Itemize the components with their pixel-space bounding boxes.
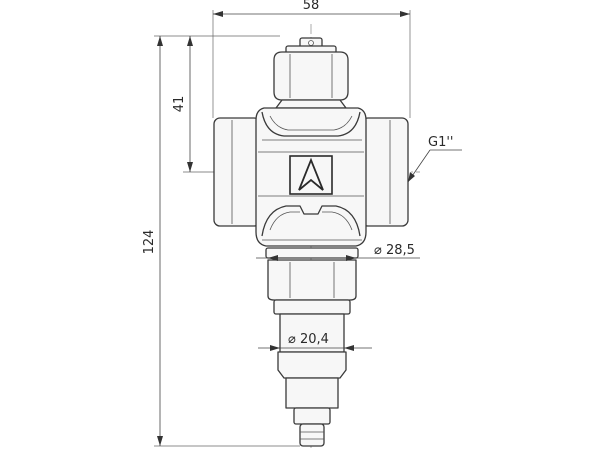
width-arrow-right: [400, 11, 410, 17]
upper-arrow-top: [187, 36, 193, 46]
triangle-a-logo-icon: [298, 157, 324, 191]
top-cap: [273, 37, 349, 109]
logo-frame: [289, 155, 333, 195]
left-port: [213, 117, 261, 227]
height-label: 124: [142, 230, 157, 255]
lower-rib-inner-right: [322, 211, 353, 231]
lower-union: [265, 247, 359, 315]
lower-rib-inner-left: [269, 211, 300, 231]
width-dimension: 58: [212, 0, 411, 118]
union-nut: [267, 259, 357, 301]
lower-rib: [261, 205, 361, 237]
body-diameter-label: ⌀ 28,5: [374, 243, 415, 258]
top-nut: [273, 51, 349, 101]
height-arrow-top: [157, 36, 163, 46]
lower-flange: [265, 247, 359, 259]
width-arrow-left: [213, 11, 223, 17]
stem-ring: [293, 407, 331, 425]
body-diameter-arrow-right: [346, 255, 356, 261]
stem-diameter-label: ⌀ 20,4: [288, 332, 329, 347]
union-collar: [273, 299, 351, 315]
upper-rib-inner: [269, 115, 353, 131]
height-arrow-bottom: [157, 436, 163, 446]
body-diameter-dimension: ⌀ 28,5: [256, 243, 420, 261]
stem-diameter-arrow-left: [270, 345, 280, 351]
stem-diameter-dimension: ⌀ 20,4: [258, 332, 372, 351]
drain-nipple: [299, 423, 325, 447]
body-diameter-arrow-left: [268, 255, 278, 261]
thread-callout: G1'': [407, 135, 462, 183]
height-dimension: 124: [142, 35, 300, 447]
width-label: 58: [303, 0, 320, 13]
stem-hex: [277, 351, 347, 379]
valve-body: [213, 107, 409, 247]
lower-stem: [277, 313, 347, 447]
stem-diameter-arrow-right: [344, 345, 354, 351]
right-port: [361, 117, 409, 227]
upper-arrow-bottom: [187, 162, 193, 172]
upper-rib: [261, 111, 361, 137]
thread-label: G1'': [428, 135, 454, 150]
upper-height-label: 41: [172, 96, 187, 113]
central-body: [255, 107, 367, 247]
stem-body: [285, 377, 339, 409]
thread-leader-arrow: [408, 172, 415, 182]
top-neck: [275, 99, 347, 109]
